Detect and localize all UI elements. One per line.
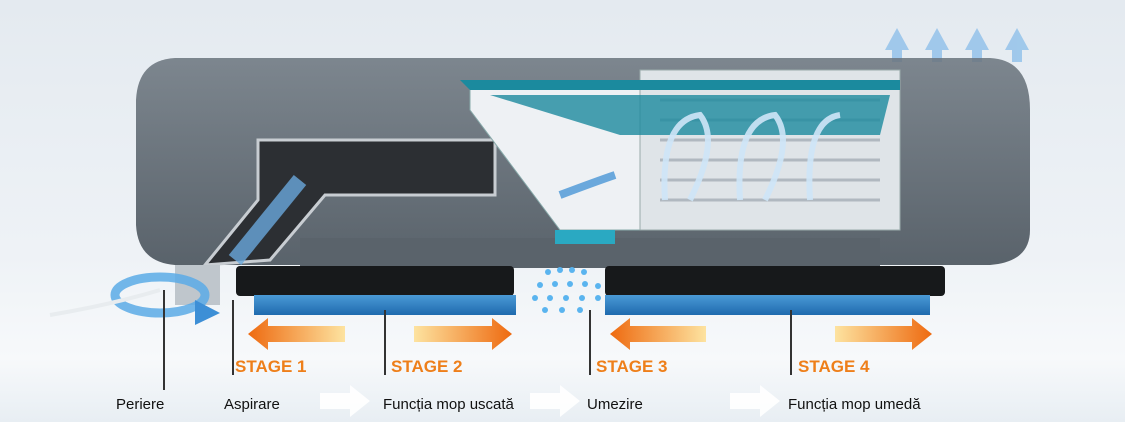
stage2-pointer bbox=[384, 310, 386, 375]
periere-pointer bbox=[163, 290, 165, 390]
stage-4-label: STAGE 4 bbox=[798, 357, 870, 376]
label-umezire: Umezire bbox=[587, 396, 643, 413]
stage-1-label: STAGE 1 bbox=[235, 357, 307, 376]
mop-front bbox=[605, 295, 930, 315]
brush-rotation-arrow bbox=[110, 272, 210, 318]
stage4-pointer bbox=[790, 310, 792, 375]
mop-pad-rear-base bbox=[236, 266, 514, 296]
label-mop-umeda: Funcția mop umedă bbox=[788, 396, 921, 413]
stage-2-label: STAGE 2 bbox=[391, 357, 463, 376]
stage2-arrow-icon bbox=[414, 318, 512, 350]
flow-arrows bbox=[320, 385, 780, 417]
water-spray bbox=[532, 267, 601, 313]
label-periere: Periere bbox=[116, 396, 165, 413]
stage3-pointer bbox=[589, 310, 591, 375]
stage3-arrow-icon bbox=[610, 318, 706, 350]
stage1-arrow-icon bbox=[248, 318, 345, 350]
mop-pad-front-base bbox=[605, 266, 945, 296]
exhaust-arrows-icon bbox=[885, 28, 1029, 62]
label-mop-uscata: Funcția mop uscată bbox=[383, 396, 514, 413]
stage4-arrow-icon bbox=[835, 318, 932, 350]
stage1-pointer bbox=[232, 300, 234, 375]
filter bbox=[639, 69, 901, 231]
mop-rear bbox=[254, 295, 516, 315]
label-aspirare: Aspirare bbox=[224, 396, 280, 413]
stage-3-label: STAGE 3 bbox=[596, 357, 668, 376]
